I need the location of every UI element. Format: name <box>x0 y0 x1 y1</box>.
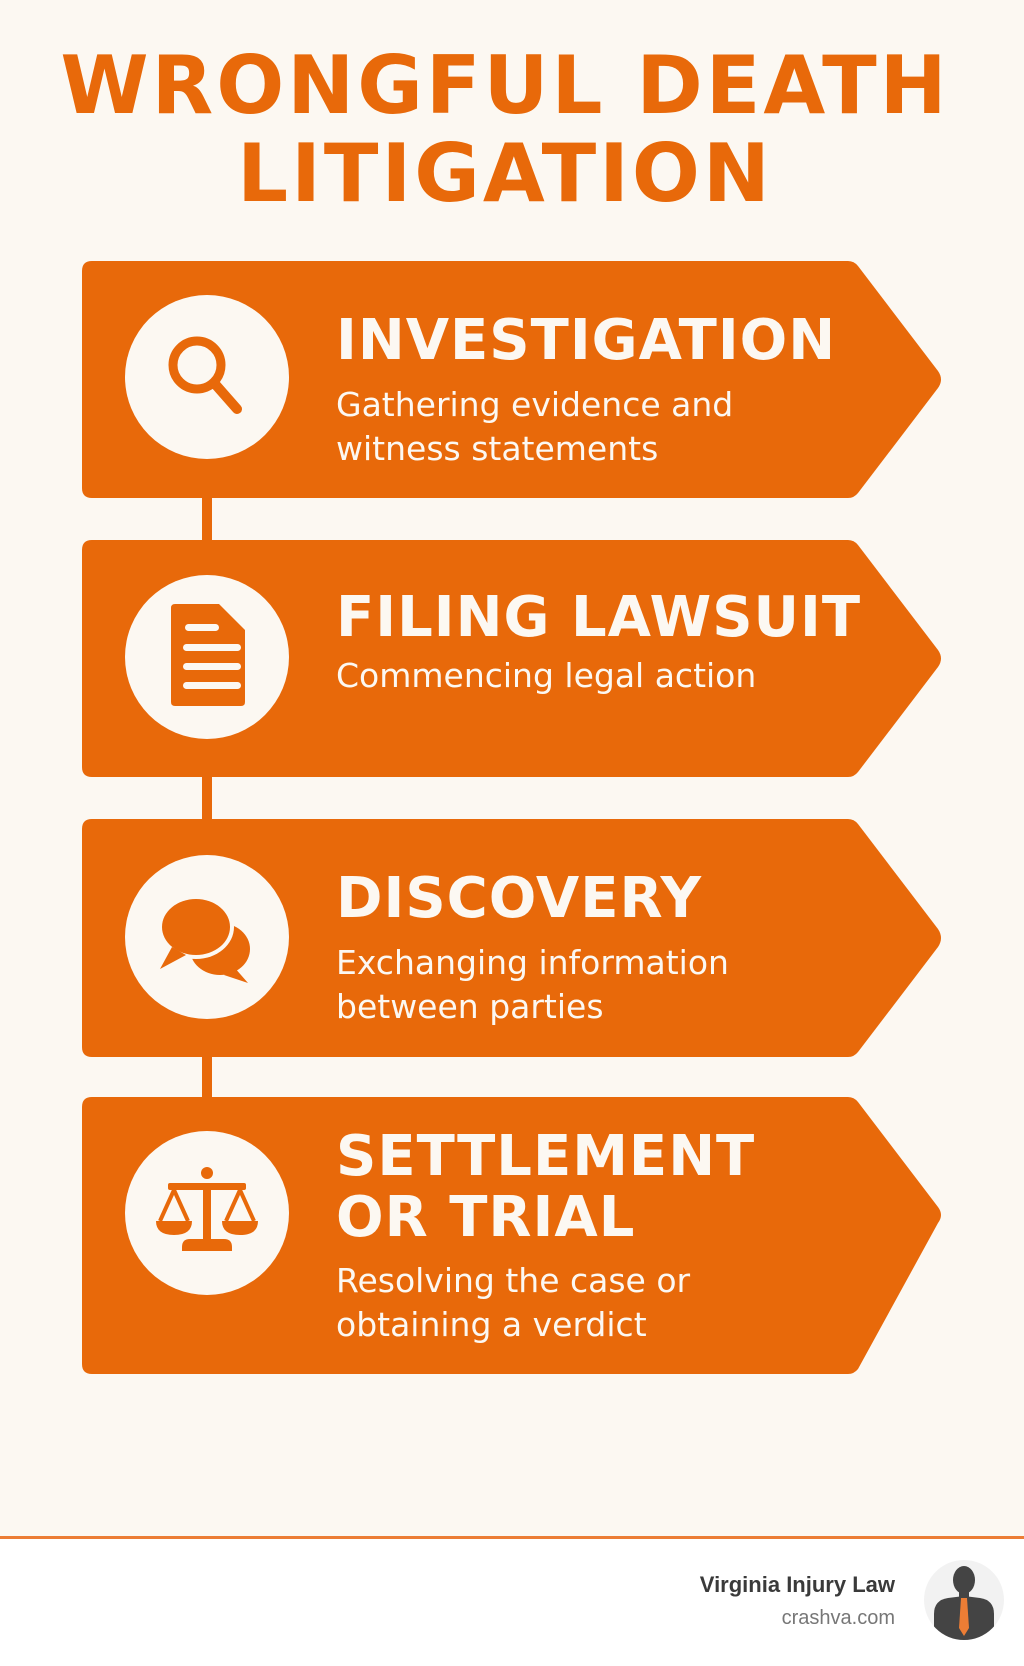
magnifying-glass-icon <box>168 336 242 414</box>
arrow-card-shape <box>82 540 941 777</box>
arrow-card-shape <box>82 1097 941 1374</box>
step-card-settlement-or-trial: SETTLEMENT OR TRIAL Resolving the case o… <box>82 1097 944 1374</box>
step-title: FILING LAWSUIT <box>336 585 862 650</box>
footer-brand: Virginia Injury Law <box>699 1572 895 1597</box>
chat-bubbles-icon <box>158 895 250 983</box>
step-card-filing-lawsuit: FILING LAWSUIT Commencing legal action <box>82 540 944 777</box>
lawyer-silhouette-icon <box>934 1566 994 1640</box>
step-card-investigation: INVESTIGATION Gathering evidence and wit… <box>82 261 944 498</box>
title-line-1: WRONGFUL DEATH <box>60 39 950 132</box>
scales-of-justice-icon <box>156 1167 258 1251</box>
timeline-connector <box>202 777 212 819</box>
step-title: SETTLEMENT <box>336 1124 756 1189</box>
step-card-discovery: DISCOVERY Exchanging information between… <box>82 819 944 1057</box>
arrow-card-shape <box>82 261 941 498</box>
step-title: INVESTIGATION <box>336 308 837 373</box>
document-icon <box>171 604 245 706</box>
arrow-card-shape <box>82 819 941 1057</box>
footer-divider <box>0 1536 1024 1539</box>
step-description: Gathering evidence and witness statement… <box>336 385 734 468</box>
title-line-2: LITIGATION <box>237 127 773 220</box>
step-icon-circle <box>125 575 289 739</box>
step-icon-circle <box>125 855 289 1019</box>
avatar <box>924 1560 1004 1640</box>
step-description: Exchanging information between parties <box>336 943 729 1026</box>
step-title-line-2: OR TRIAL <box>336 1185 636 1250</box>
timeline-connector <box>202 1057 212 1097</box>
timeline-connector <box>202 498 212 540</box>
step-icon-circle <box>125 295 289 459</box>
step-description: Resolving the case or obtaining a verdic… <box>336 1261 691 1344</box>
step-icon-circle <box>125 1131 289 1295</box>
infographic-canvas: WRONGFUL DEATH LITIGATION INVESTIGATION … <box>0 0 1024 1536</box>
step-title: DISCOVERY <box>336 866 703 931</box>
step-description: Commencing legal action <box>336 656 757 695</box>
footer-url[interactable]: crashva.com <box>781 1607 895 1629</box>
